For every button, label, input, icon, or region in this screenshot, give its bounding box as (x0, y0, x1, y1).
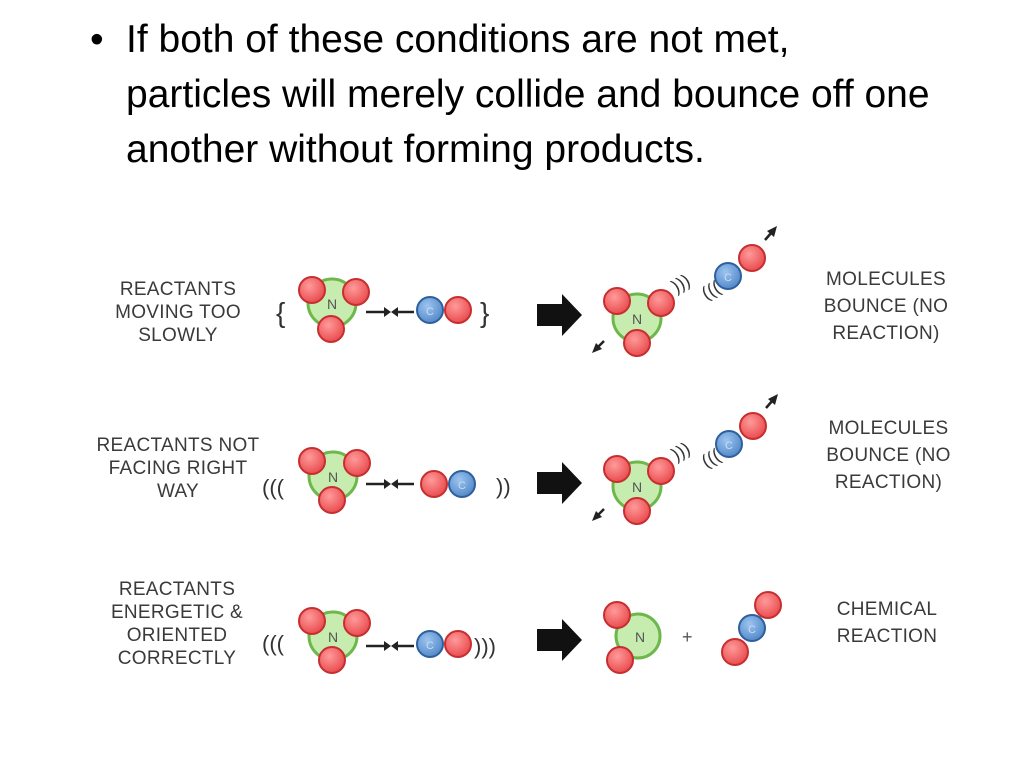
svg-text:))): ))) (668, 270, 694, 296)
carbon-atom (738, 614, 766, 642)
motion-mark: ))) (474, 634, 496, 659)
oxygen-atom (343, 449, 371, 477)
nitrogen-symbol: N (635, 629, 645, 645)
carbon-symbol: C (725, 440, 733, 452)
reaction-arrow (537, 462, 582, 504)
carbon-symbol: C (724, 272, 732, 284)
carbon-symbol: C (426, 640, 434, 652)
oxygen-atom (298, 447, 326, 475)
nitrogen-symbol: N (327, 296, 337, 312)
reaction-arrow (537, 619, 582, 661)
row-1-no2-molecule: N (298, 276, 370, 343)
motion-mark: )) (496, 474, 511, 499)
carbon-atom (416, 630, 444, 658)
row-1-condition-label: REACTANTS MOVING TOO SLOWLY (115, 279, 241, 346)
svg-text:))): ))) (668, 438, 694, 464)
oxygen-atom (603, 455, 631, 483)
row-1-co-molecule: C (416, 296, 472, 324)
bullet-text: If both of these conditions are not met,… (126, 18, 930, 171)
row-2-product-co: ((( C (698, 394, 778, 471)
carbon-symbol: C (748, 624, 756, 636)
oxygen-atom (603, 601, 631, 629)
bullet-symbol: • (90, 18, 104, 61)
oxygen-atom (647, 457, 675, 485)
oxygen-atom (444, 296, 472, 324)
motion-mark: } (480, 297, 489, 328)
row-2-co-molecule: C (420, 470, 476, 498)
nitrogen-symbol: N (328, 629, 338, 645)
svg-text:(((: ((( (698, 277, 724, 303)
motion-mark: ((( (262, 631, 285, 656)
carbon-atom (714, 262, 742, 290)
oxygen-atom (623, 497, 651, 525)
carbon-atom (448, 470, 476, 498)
nitrogen-symbol: N (328, 469, 338, 485)
row-3-outcome-label: CHEMICAL REACTION (836, 599, 938, 647)
reaction-arrow (537, 294, 582, 336)
oxygen-atom (317, 315, 345, 343)
carbon-symbol: C (458, 480, 466, 492)
oxygen-atom (647, 289, 675, 317)
row-3-product-no: N (603, 601, 662, 674)
bullet-point: • If both of these conditions are not me… (90, 12, 930, 177)
svg-text:(((: ((( (698, 445, 724, 471)
oxygen-atom (342, 278, 370, 306)
carbon-atom (715, 430, 743, 458)
oxygen-atom (318, 646, 346, 674)
row-2-collision-arrows (366, 479, 414, 489)
oxygen-atom (738, 244, 766, 272)
oxygen-atom (603, 287, 631, 315)
row-3-collision-arrows (366, 641, 414, 651)
row-3-no2-molecule: N (298, 607, 371, 674)
carbon-atom (416, 296, 444, 324)
row-3-co-molecule: C (416, 630, 472, 658)
row-2-outcome-label: MOLECULES BOUNCE (NO REACTION) (826, 418, 951, 493)
oxygen-atom (623, 329, 651, 357)
row-1-product-no2: N ))) (592, 270, 694, 357)
row-2-product-no2: N ))) (592, 438, 694, 525)
row-3-product-co2: C (721, 591, 782, 666)
oxygen-atom (739, 412, 767, 440)
row-1-product-co: ((( C (698, 226, 777, 303)
oxygen-atom (754, 591, 782, 619)
oxygen-atom (606, 646, 634, 674)
row-2-condition-label: REACTANTS NOT FACING RIGHT WAY (96, 435, 260, 502)
oxygen-atom (343, 609, 371, 637)
motion-mark: { (276, 297, 285, 328)
oxygen-atom (298, 276, 326, 304)
row-3-condition-label: REACTANTS ENERGETIC & ORIENTED CORRECTLY (110, 579, 244, 669)
oxygen-atom (318, 486, 346, 514)
oxygen-atom (420, 470, 448, 498)
oxygen-atom (721, 638, 749, 666)
oxygen-atom (298, 607, 326, 635)
row-1-outcome-label: MOLECULES BOUNCE (NO REACTION) (823, 269, 949, 344)
row-2-no2-molecule: N (298, 447, 371, 514)
oxygen-atom (444, 630, 472, 658)
plus-sign: + (682, 627, 693, 647)
carbon-symbol: C (426, 306, 434, 318)
nitrogen-symbol: N (632, 311, 642, 327)
nitrogen-symbol: N (632, 479, 642, 495)
row-1-collision-arrows (366, 307, 414, 317)
